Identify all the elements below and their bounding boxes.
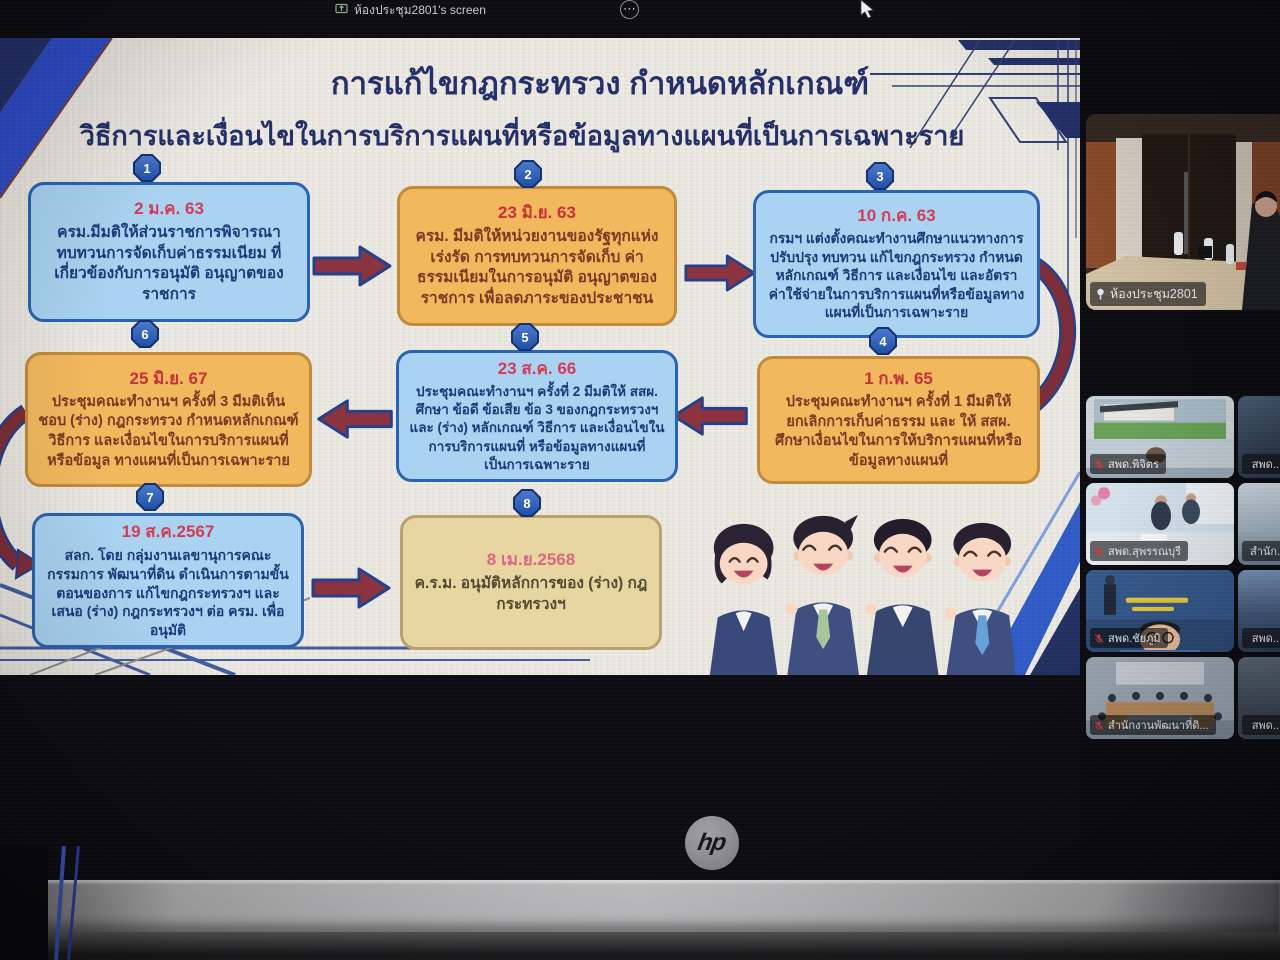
team-illustration	[709, 514, 1015, 675]
participant-name-badge: สพด.พิจิตร	[1090, 454, 1166, 474]
step-6-text: ประชุมคณะทำงานฯ ครั้งที่ 3 มีมติเห็นชอบ …	[38, 393, 299, 469]
mic-muted-icon	[1094, 546, 1104, 556]
slide-title-line1: การแก้ไขกฎกระทรวง กำหนดหลักเกณฑ์	[330, 66, 870, 101]
step-1-badge: 1	[133, 154, 161, 182]
participant-name-badge: สพด.สุพรรณบุรี	[1090, 541, 1189, 561]
step-7-badge: 7	[136, 483, 164, 511]
step-7-text: สลก. โดย กลุ่มงานเลขานุการคณะกรรมการ พัฒ…	[47, 546, 289, 639]
step-4-date: 1 ก.พ. 65	[864, 369, 933, 389]
step-3-badge: 3	[866, 162, 894, 190]
mic-muted-icon	[1094, 459, 1104, 469]
participant-name: สพด...	[1251, 459, 1280, 471]
arrow-step1-to-step2	[312, 245, 392, 287]
step-3-box: 10 ก.ค. 63 กรมฯ แต่งตั้งคณะทำงานศึกษาแนว…	[753, 190, 1040, 338]
step-1-text: ครม.มีมติให้ส่วนราชการพิจารณา ทบทวนการจั…	[54, 223, 284, 304]
pinned-video-tile[interactable]: ห้องประชุม2801	[1086, 114, 1280, 310]
pinned-participant-name: ห้องประชุม2801	[1110, 287, 1198, 301]
arrow-step7-to-step8	[311, 567, 391, 609]
step-1-date: 2 ม.ค. 63	[134, 198, 204, 218]
participant-name: สำนัก...	[1250, 546, 1280, 558]
mic-muted-icon	[1246, 637, 1248, 639]
tile-video-chaiyaphum	[1086, 570, 1234, 652]
mic-muted-icon	[1094, 633, 1104, 643]
shared-screen-label: ห้องประชุม2801's screen	[354, 3, 486, 17]
arrow-step6-to-step7-curve	[0, 404, 42, 580]
participants-panel: ห้องประชุม2801	[1080, 0, 1280, 880]
participant-name-badge: ห้องประชุม2801	[1090, 282, 1206, 306]
step-3-text: กรมฯ แต่งตั้งคณะทำงานศึกษาแนวทางการ ปรับ…	[768, 230, 1025, 321]
video-tile[interactable]: สพด.สุพรรณบุรี	[1086, 483, 1234, 565]
step-5-box: 23 ส.ค. 66 ประชุมคณะทำงานฯ ครั้งที่ 2 มี…	[396, 350, 678, 482]
participant-name: สพด.พิจิตร	[1108, 459, 1159, 471]
desk-shadow	[0, 845, 48, 960]
screen-share-icon	[335, 3, 348, 14]
mic-muted-icon	[1094, 720, 1104, 730]
step-4-badge: 4	[869, 327, 897, 355]
video-tile[interactable]: สพด.ชัยภูมิ	[1086, 570, 1234, 652]
arrow-step4-to-step5	[672, 396, 748, 436]
mouse-cursor	[860, 0, 874, 18]
video-tile-partial[interactable]: สพด...	[1238, 570, 1280, 652]
step-6-badge: 6	[131, 320, 159, 348]
step-2-date: 23 มิ.ย. 63	[498, 202, 576, 222]
step-4-box: 1 ก.พ. 65 ประชุมคณะทำงานฯ ครั้งที่ 1 มีม…	[757, 356, 1040, 484]
participant-name-badge: สำนักงานพัฒนาที่ดิ...	[1090, 715, 1216, 735]
laptop-hinge	[0, 880, 1280, 932]
arrow-step5-to-step6	[317, 399, 393, 439]
participant-name-badge: สพด...	[1242, 454, 1280, 474]
laptop-base	[0, 932, 1280, 960]
slide-ribbon-bottom-right	[958, 471, 1080, 675]
participant-name: สพด.สุพรรณบุรี	[1108, 546, 1182, 558]
mic-muted-icon	[1246, 724, 1248, 726]
step-8-badge: 8	[513, 489, 541, 517]
participant-name-badge: สพด...	[1242, 715, 1280, 735]
slide-title-line2: วิธีการและเงื่อนไขในการบริการแผนที่หรือข…	[79, 121, 965, 151]
meeting-room-video	[1086, 114, 1280, 310]
step-7-date: 19 ส.ค.2567	[121, 521, 215, 541]
participant-name: สพด...	[1251, 633, 1280, 645]
participant-name: สพด.ชัยภูมิ	[1108, 633, 1161, 645]
participant-name-badge: สพด.ชัยภูมิ	[1090, 628, 1168, 648]
step-3-date: 10 ก.ค. 63	[857, 205, 936, 225]
slide-title: การแก้ไขกฎกระทรวง กำหนดหลักเกณฑ์ วิธีการ…	[0, 58, 1060, 157]
step-5-text: ประชุมคณะทำงานฯ ครั้งที่ 2 มีมติให้ สสผ.…	[409, 383, 665, 472]
step-2-text: ครม. มีมติให้หน่วยงานของรัฐทุกแห่ง เร่งร…	[415, 227, 659, 308]
video-tile-partial[interactable]: สพด...	[1238, 396, 1280, 478]
participant-name-badge: สพด...	[1242, 628, 1280, 648]
participant-name: สำนักงานพัฒนาที่ดิ...	[1108, 720, 1209, 732]
pin-icon	[1097, 288, 1104, 300]
arrow-step2-to-step3	[684, 254, 756, 292]
step-5-date: 23 ส.ค. 66	[497, 358, 577, 378]
step-4-text: ประชุมคณะทำงานฯ ครั้งที่ 1 มีมติให้ ยกเล…	[775, 394, 1022, 470]
participant-name: สพด...	[1251, 720, 1280, 732]
video-tile[interactable]: สพด.พิจิตร	[1086, 396, 1234, 478]
step-7-box: 19 ส.ค.2567 สลก. โดย กลุ่มงานเลขานุการคณ…	[32, 513, 304, 648]
step-8-date: 8 เม.ย.2568	[486, 550, 576, 570]
shared-slide: การแก้ไขกฎกระทรวง กำหนดหลักเกณฑ์ วิธีการ…	[0, 38, 1080, 675]
mic-muted-icon	[1246, 463, 1248, 465]
laptop-screen: การแก้ไขกฎกระทรวง กำหนดหลักเกณฑ์ วิธีการ…	[0, 0, 1280, 880]
video-tile-partial[interactable]: สำนัก...	[1238, 483, 1280, 565]
step-2-badge: 2	[514, 160, 542, 188]
step-6-box: 25 มิ.ย. 67 ประชุมคณะทำงานฯ ครั้งที่ 3 ม…	[25, 352, 312, 487]
video-tile-partial[interactable]: สพด...	[1238, 657, 1280, 739]
step-6-date: 25 มิ.ย. 67	[129, 368, 208, 388]
step-8-text: ค.ร.ม. อนุมัติหลักการของ (ร่าง) กฎกระทรว…	[414, 575, 648, 613]
participant-name-badge: สำนัก...	[1242, 541, 1280, 561]
step-8-box: 8 เม.ย.2568 ค.ร.ม. อนุมัติหลักการของ (ร่…	[400, 515, 662, 650]
step-5-badge: 5	[511, 323, 539, 351]
hp-logo: hp	[685, 816, 739, 870]
video-tile[interactable]: สำนักงานพัฒนาที่ดิ...	[1086, 657, 1234, 739]
meeting-topbar: ห้องประชุม2801's screen ⋯	[0, 0, 1080, 22]
step-2-box: 23 มิ.ย. 63 ครม. มีมติให้หน่วยงานของรัฐท…	[397, 186, 677, 326]
step-1-box: 2 ม.ค. 63 ครม.มีมติให้ส่วนราชการพิจารณา …	[28, 182, 310, 322]
more-options-button[interactable]: ⋯	[620, 0, 639, 19]
